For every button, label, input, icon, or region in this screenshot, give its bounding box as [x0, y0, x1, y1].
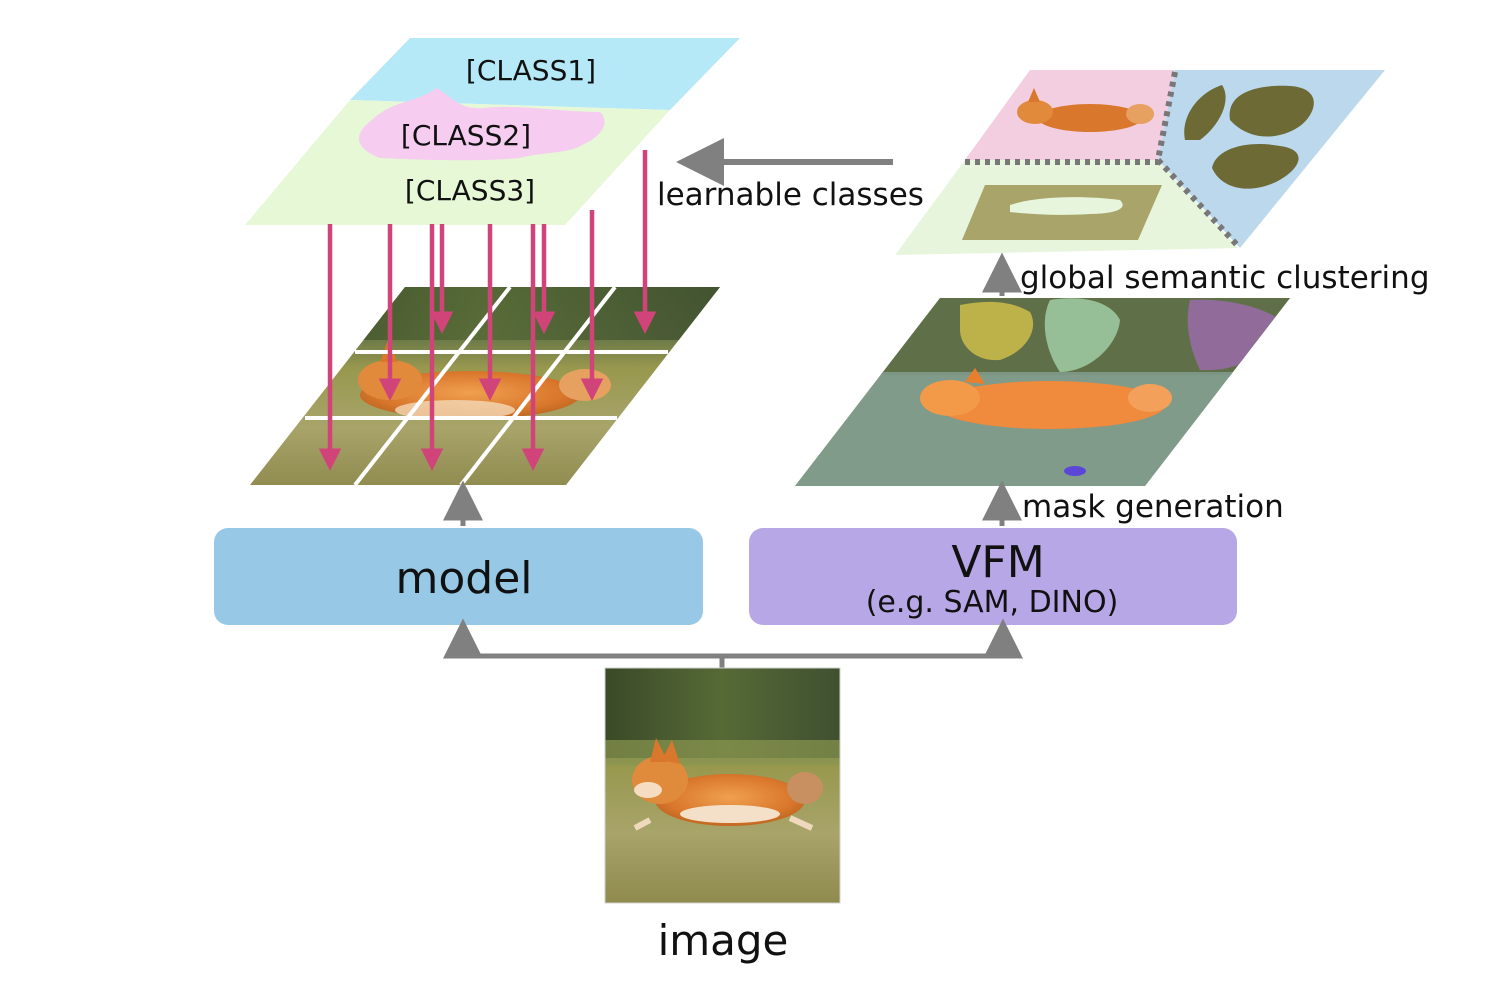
cluster-grass-cutout — [962, 185, 1162, 240]
global-semantic-clustering-label: global semantic clustering — [1020, 260, 1430, 296]
class2-label: [CLASS2] — [401, 119, 531, 152]
mask-generation-label: mask generation — [1022, 489, 1284, 525]
vfm-box: VFM (e.g. SAM, DINO) — [749, 528, 1237, 625]
class1-region — [350, 38, 740, 110]
model-label: model — [395, 553, 532, 604]
class2-region — [358, 88, 605, 161]
class-mapping-arrows — [318, 150, 657, 471]
model-box: model — [214, 528, 703, 625]
cluster-tree-cutouts — [1184, 85, 1314, 189]
semantic-cluster-panel — [895, 70, 1385, 255]
cluster-dog-cutout — [1017, 88, 1154, 132]
vfm-label: VFM — [951, 537, 1044, 588]
input-image-label: image — [658, 916, 789, 965]
input-photo-frame — [604, 667, 841, 904]
class-map-plane: [CLASS1] [CLASS2] [CLASS3] — [245, 38, 740, 225]
vfm-subtitle: (e.g. SAM, DINO) — [866, 585, 1119, 620]
input-photo — [605, 668, 840, 903]
input-flow-arrows — [443, 618, 1023, 668]
class3-label: [CLASS3] — [405, 174, 535, 207]
mask-overlay-photo — [795, 298, 1290, 486]
learnable-classes-label: learnable classes — [657, 177, 924, 213]
patch-grid-photo — [250, 287, 720, 485]
class1-label: [CLASS1] — [466, 54, 596, 87]
cluster-divider — [1155, 71, 1178, 161]
